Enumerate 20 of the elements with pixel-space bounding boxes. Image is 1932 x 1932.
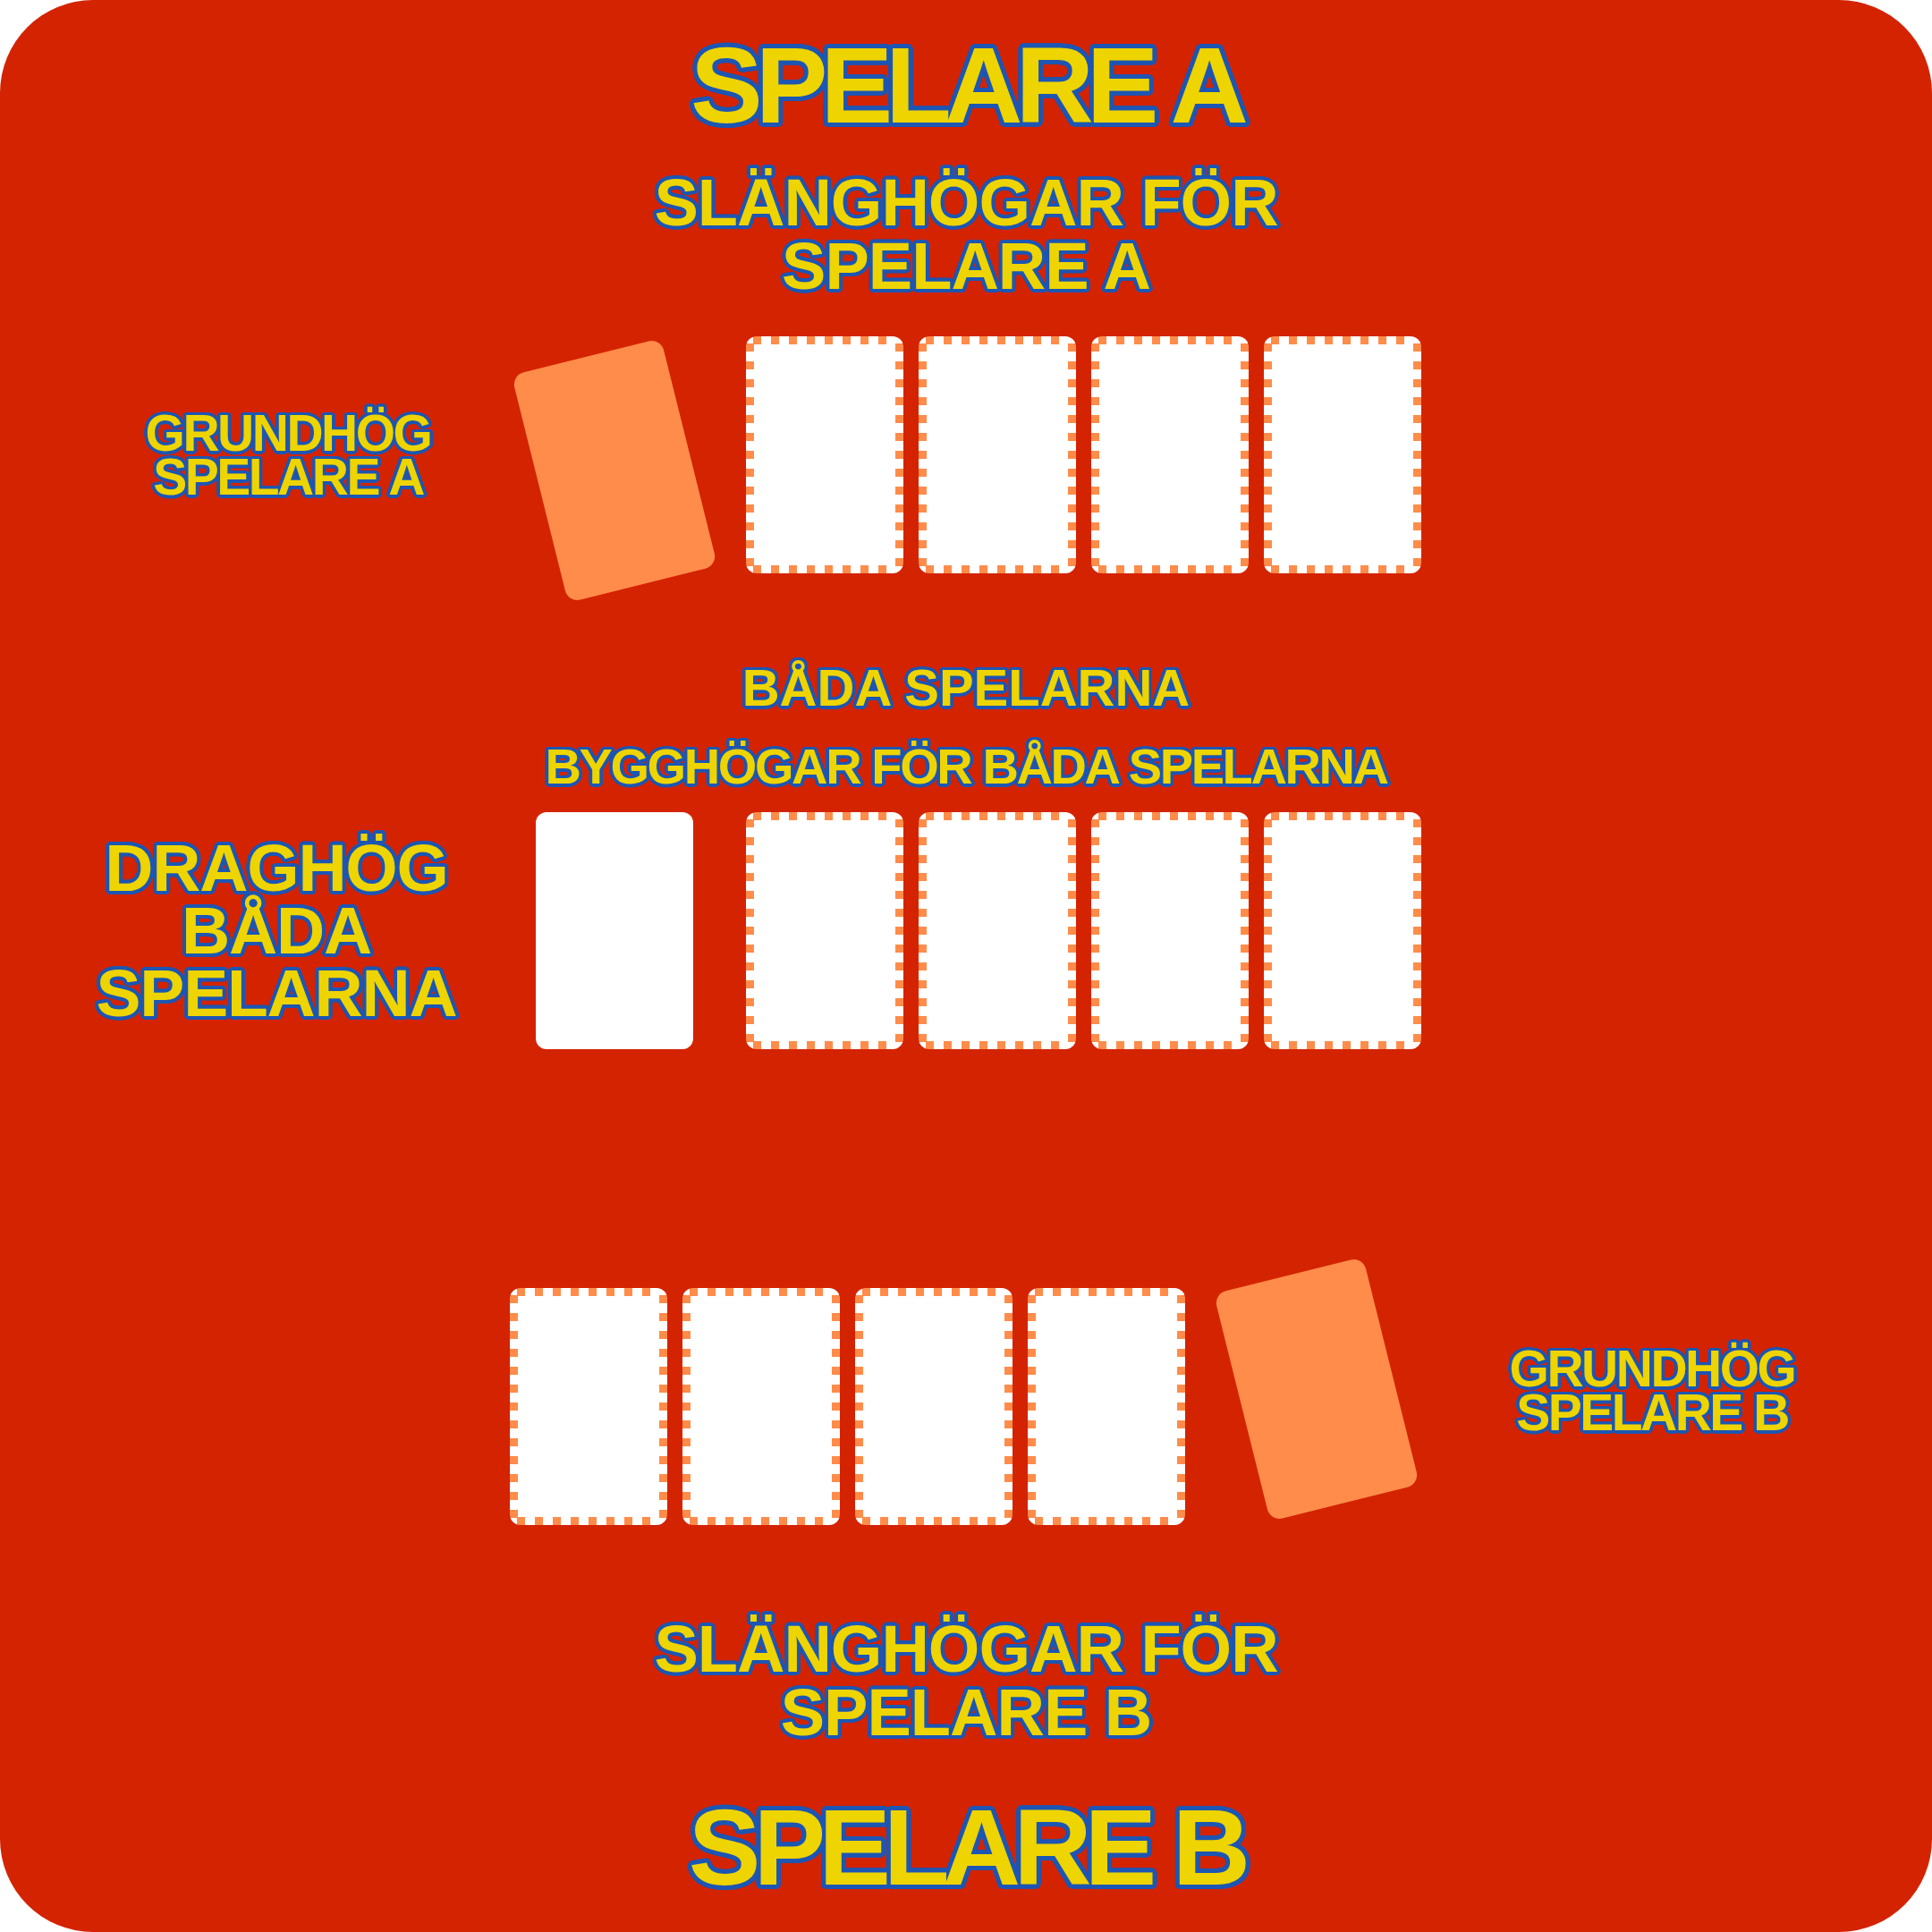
empty-card-slot — [1264, 336, 1421, 573]
empty-card-slot — [682, 1288, 840, 1525]
empty-card-slot — [1028, 1288, 1185, 1525]
pile-label: DRAGHÖG BÅDA SPELARNA — [95, 829, 458, 1032]
empty-card-slot — [746, 812, 903, 1049]
pile-label: GRUNDHÖG SPELARE B — [1508, 1339, 1796, 1442]
empty-card-slot — [919, 336, 1076, 573]
empty-card-slot — [855, 1288, 1013, 1525]
empty-card-slot — [510, 1288, 667, 1525]
pile-group-label: BYGGHÖGAR FÖR BÅDA SPELARNA — [544, 737, 1389, 796]
pile-group-label: SLÄNGHÖGAR FÖR SPELARE B — [653, 1611, 1279, 1752]
empty-card-slot — [746, 336, 903, 573]
blank-card — [536, 812, 693, 1049]
empty-card-slot — [1091, 336, 1249, 573]
empty-card-slot — [919, 812, 1076, 1049]
pile-label: GRUNDHÖG SPELARE A — [144, 403, 432, 506]
pile-group-label: BÅDA SPELARNA — [741, 657, 1191, 718]
empty-card-slot — [1091, 812, 1249, 1049]
empty-card-slot — [1264, 812, 1421, 1049]
pile-group-label: SLÄNGHÖGAR FÖR SPELARE A — [653, 165, 1279, 306]
